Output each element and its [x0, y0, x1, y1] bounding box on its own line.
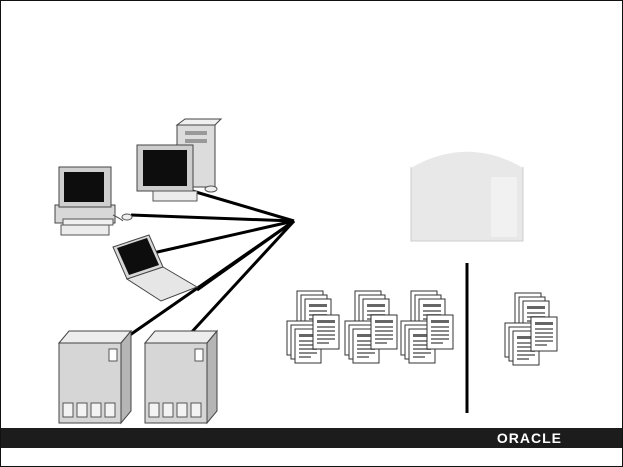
server-icon	[144, 330, 218, 424]
connection-lines	[126, 188, 296, 339]
server-icon	[58, 330, 132, 424]
database-icon	[410, 150, 524, 242]
desktop-computer-icon	[136, 118, 223, 202]
brand-logo: ORACLE	[496, 430, 562, 446]
architecture-diagram	[54, 118, 622, 424]
document-stack-icon	[401, 291, 453, 363]
footer-bar: ORACLE	[1, 428, 622, 448]
desktop-computer-icon	[54, 166, 133, 236]
document-stack-icon	[345, 291, 397, 363]
document-stack-icon	[505, 293, 557, 365]
document-stack-icon	[287, 291, 339, 363]
laptop-icon	[112, 234, 199, 302]
